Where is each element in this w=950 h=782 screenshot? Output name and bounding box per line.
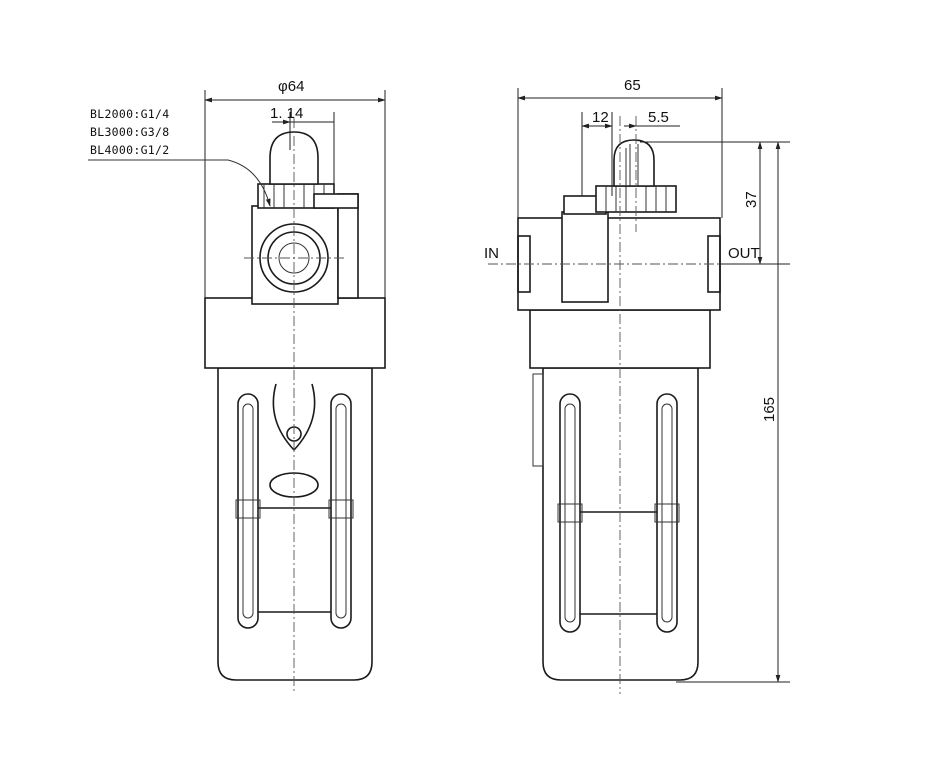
front-sight-windows bbox=[235, 393, 354, 629]
port-size-bl4000: BL4000:G1/2 bbox=[90, 143, 169, 157]
front-bowl bbox=[217, 367, 373, 681]
side-stem bbox=[561, 211, 609, 303]
port-size-bl3000: BL3000:G3/8 bbox=[90, 125, 169, 139]
front-view bbox=[204, 118, 386, 694]
side-sight-windows bbox=[557, 393, 680, 633]
front-port-block bbox=[251, 205, 339, 305]
side-offset-right-label: 5.5 bbox=[648, 109, 669, 126]
side-total-height-label: 165 bbox=[761, 397, 778, 422]
front-body-band bbox=[204, 297, 386, 369]
side-bowl bbox=[542, 367, 699, 681]
side-view bbox=[488, 116, 770, 694]
outlet-label: OUT bbox=[728, 245, 760, 262]
side-dimensions: 65 12 5.5 37 165 IN OUT bbox=[484, 77, 790, 683]
side-top-height-label: 37 bbox=[743, 191, 760, 208]
front-diameter-label: φ64 bbox=[278, 78, 304, 95]
front-port-outer bbox=[259, 223, 329, 293]
side-dome bbox=[613, 139, 655, 187]
inlet-label: IN bbox=[484, 245, 499, 262]
front-dimensions: φ64 1. 14 BL2000:G1/4 BL3000:G3/8 BL4000… bbox=[88, 78, 386, 298]
front-offset-label: 1. 14 bbox=[270, 105, 303, 122]
side-width-label: 65 bbox=[624, 77, 641, 94]
port-size-bl2000: BL2000:G1/4 bbox=[90, 107, 169, 121]
side-offset-left-label: 12 bbox=[592, 109, 609, 126]
